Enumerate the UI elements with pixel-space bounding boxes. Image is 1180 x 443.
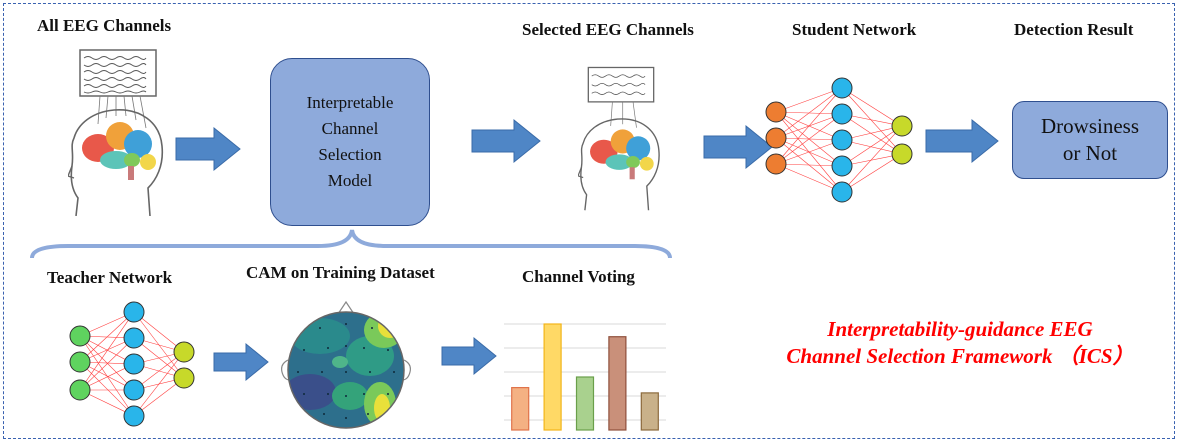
student-net-node-layer1: [765, 101, 787, 123]
head-brain-icon: [68, 49, 164, 216]
arrow-right-icon: [441, 336, 497, 376]
vote-bar: [543, 323, 562, 431]
arrow-right-icon: [471, 118, 541, 164]
student-net-edge: [775, 163, 843, 193]
student-net-edge: [775, 139, 843, 165]
teacher-net-node-layer1: [69, 351, 91, 373]
detection-result-box: Drowsiness or Not: [1012, 101, 1168, 179]
label-all-eeg-channels: All EEG Channels: [37, 16, 172, 35]
topographic-map-icon: [281, 300, 411, 429]
label-student-network: Student Network: [792, 20, 917, 39]
selection-model-line1: Interpretable: [306, 93, 394, 112]
student-net-node-layer2: [831, 155, 853, 177]
arrow-right-icon: [925, 118, 999, 164]
student-net-edge: [775, 113, 843, 165]
teacher-network: [69, 301, 195, 427]
teacher-net-edge: [133, 311, 185, 353]
student-net-edge: [775, 87, 843, 165]
student-net-edge: [775, 87, 843, 139]
teacher-net-node-layer2: [123, 405, 145, 427]
student-net-node-layer3: [891, 115, 913, 137]
student-net-node-layer2: [831, 181, 853, 203]
student-net-edge: [841, 87, 903, 127]
student-net-edge: [841, 125, 903, 193]
student-net-edge: [775, 87, 843, 113]
channel-selection-model-box: Interpretable Channel Selection Model: [270, 58, 430, 226]
selection-model-line2: Channel: [321, 119, 379, 138]
student-net-node-layer1: [765, 153, 787, 175]
student-net-node-layer2: [831, 103, 853, 125]
label-teacher-network: Teacher Network: [47, 268, 173, 287]
framework-line2: Channel Selection Framework （ICS）: [786, 344, 1134, 368]
student-net-edge: [841, 153, 903, 193]
student-net-edge: [841, 113, 903, 155]
teacher-net-node-layer1: [69, 379, 91, 401]
label-cam: CAM on Training Dataset: [246, 263, 435, 282]
result-line1: Drowsiness: [1041, 114, 1139, 138]
student-net-node-layer2: [831, 129, 853, 151]
teacher-net-node-layer2: [123, 327, 145, 349]
teacher-net-node-layer1: [69, 325, 91, 347]
diagram-frame: [3, 3, 1175, 439]
student-net-edge: [841, 125, 903, 167]
teacher-net-node-layer2: [123, 353, 145, 375]
arrow-right-icon: [175, 126, 241, 172]
arrow-right-icon: [703, 124, 773, 170]
label-selected-eeg-channels: Selected EEG Channels: [522, 20, 694, 39]
channel-voting-chart: [504, 323, 666, 431]
selection-model-line3: Selection: [318, 145, 382, 164]
teacher-net-node-layer3: [173, 341, 195, 363]
teacher-net-node-layer2: [123, 301, 145, 323]
student-net-node-layer1: [765, 127, 787, 149]
teacher-net-node-layer2: [123, 379, 145, 401]
teacher-net-edge: [79, 311, 135, 363]
label-channel-voting: Channel Voting: [522, 267, 635, 286]
student-network: [765, 77, 913, 203]
head-brain-icon: [578, 66, 660, 211]
teacher-net-edge: [133, 351, 185, 417]
teacher-net-edge: [79, 311, 135, 391]
teacher-net-edge: [79, 361, 135, 417]
student-net-edge: [841, 87, 903, 155]
framework-title: Interpretability-guidance EEG Channel Se…: [760, 316, 1160, 370]
teacher-net-edge: [79, 337, 135, 391]
vote-bar: [640, 392, 659, 431]
vote-bar: [511, 386, 530, 431]
framework-line1: Interpretability-guidance EEG: [827, 317, 1093, 341]
selection-model-line4: Model: [327, 171, 373, 190]
vote-bar: [575, 376, 595, 431]
result-line2: or Not: [1062, 141, 1118, 165]
student-net-node-layer3: [891, 143, 913, 165]
teacher-net-node-layer3: [173, 367, 195, 389]
student-net-node-layer2: [831, 77, 853, 99]
student-net-edge: [775, 163, 843, 167]
curly-brace: [30, 229, 672, 259]
vote-bar: [608, 336, 627, 431]
arrow-right-icon: [213, 342, 269, 382]
label-detection-result: Detection Result: [1014, 20, 1134, 39]
